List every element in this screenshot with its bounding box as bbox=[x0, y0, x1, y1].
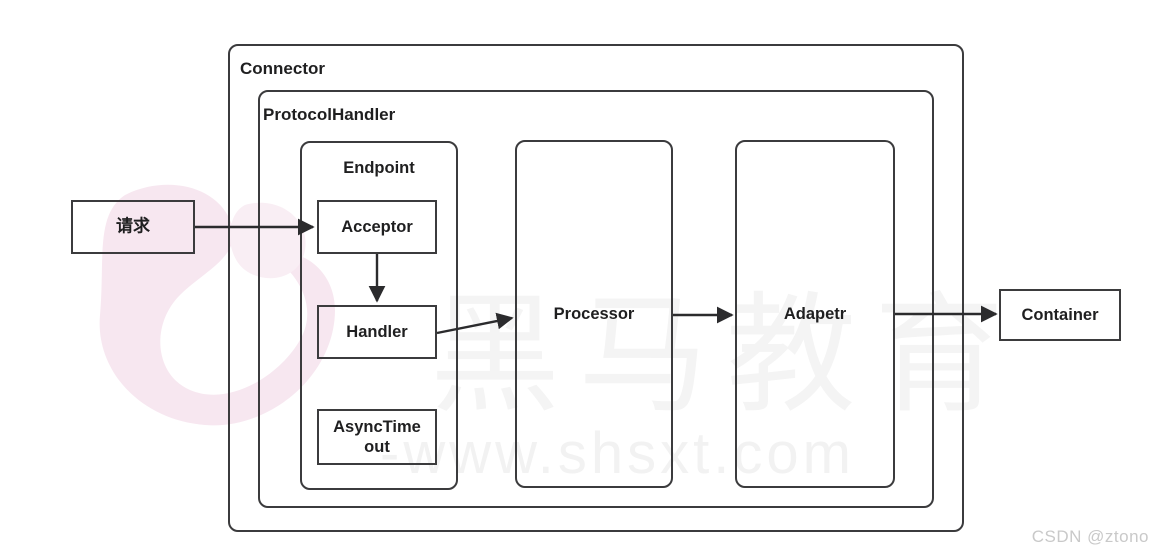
node-container: Container bbox=[999, 289, 1121, 341]
node-container-label: Container bbox=[1021, 305, 1099, 324]
node-processor-label: Processor bbox=[553, 304, 635, 323]
node-request: 请求 bbox=[71, 200, 195, 254]
group-connector-label: Connector bbox=[240, 59, 325, 78]
node-asynctimeout: AsyncTime out bbox=[317, 409, 437, 465]
node-adapetr-label: Adapetr bbox=[783, 304, 847, 323]
node-asynctimeout-label: AsyncTime out bbox=[333, 417, 421, 456]
node-acceptor-label: Acceptor bbox=[341, 217, 413, 236]
group-endpoint-label: Endpoint bbox=[343, 159, 415, 177]
node-handler: Handler bbox=[317, 305, 437, 359]
node-adapetr: Adapetr bbox=[735, 140, 895, 488]
node-processor: Processor bbox=[515, 140, 673, 488]
node-request-label: 请求 bbox=[116, 216, 150, 237]
node-acceptor: Acceptor bbox=[317, 200, 437, 254]
csdn-watermark: CSDN @ztono bbox=[1031, 527, 1149, 546]
node-handler-label: Handler bbox=[346, 322, 408, 341]
group-protocolhandler-label: ProtocolHandler bbox=[263, 105, 396, 124]
